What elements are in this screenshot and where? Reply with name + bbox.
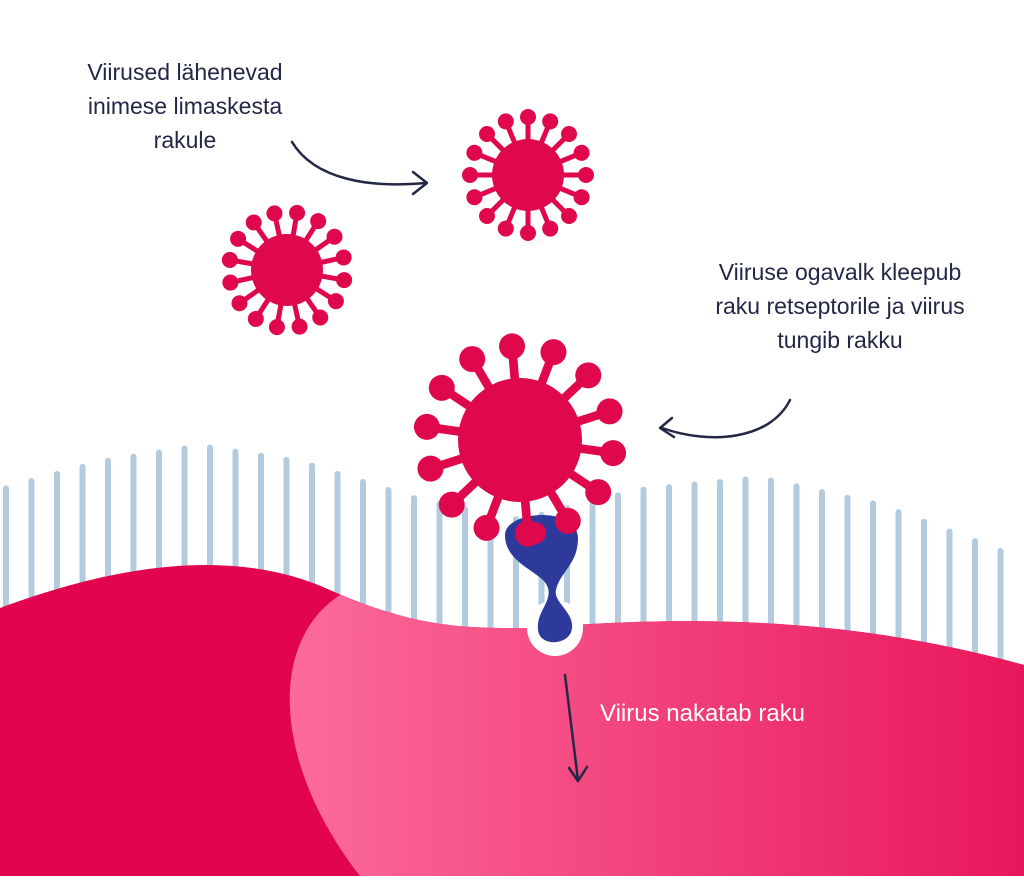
virus-spike-knob — [520, 109, 536, 125]
label-line: Viiruse ogavalk kleepub — [718, 259, 962, 285]
virus-spike-knob — [326, 228, 343, 245]
virus-spike-knob — [336, 272, 353, 289]
virus-spike-knob — [600, 440, 627, 467]
virus-spike-knob — [497, 113, 514, 130]
virus-spike-knob — [247, 310, 264, 327]
virus-spike-knob — [573, 144, 590, 161]
virus-spike-knob — [417, 455, 444, 482]
label-line: Viirus nakatab raku — [600, 700, 806, 727]
virus-spike-knob — [466, 144, 483, 161]
label-line: raku retseptorile ja viirus — [715, 293, 965, 319]
virus-spike-knob — [428, 374, 455, 401]
virus-spike-knob — [466, 189, 483, 206]
virus-spike-knob — [312, 309, 329, 326]
label-viruses-approach: Viirused lähenevad inimese limaskesta ra… — [40, 55, 330, 157]
virus-spike-knob — [335, 249, 352, 266]
receptor-icon — [505, 515, 579, 643]
virus-spike-knob — [289, 204, 306, 221]
virus-spike-knob — [473, 514, 500, 541]
coronavirus-icon — [462, 109, 594, 241]
virus-group — [221, 109, 627, 547]
arrows — [290, 140, 792, 783]
label-line: tungib rakku — [777, 327, 903, 353]
virus-spike-knob — [499, 333, 526, 360]
virus-spike-knob — [231, 295, 248, 312]
virus-spike-knob — [413, 413, 440, 440]
label-line: Viirused lähenevad — [87, 59, 283, 85]
curved-arrow-icon — [658, 398, 792, 439]
virus-spike-knob — [222, 274, 239, 291]
virus-spike-knob — [575, 362, 602, 389]
label-line: rakule — [153, 127, 217, 153]
virus-spike-knob — [221, 251, 238, 268]
virus-spike-knob — [291, 318, 308, 335]
virus-spike-knob — [459, 346, 486, 373]
spike-receptor-contact — [524, 522, 546, 544]
virus-spike-knob — [268, 319, 285, 336]
virus-spike-knob — [310, 213, 327, 230]
virus-spike-knob — [542, 220, 559, 237]
virus-spike-knob — [573, 189, 590, 206]
virus-body — [251, 234, 323, 306]
host-cell — [0, 564, 1024, 876]
virus-spike-knob — [478, 125, 495, 142]
virus-spike-knob — [554, 507, 581, 534]
virus-spike-knob — [561, 208, 578, 225]
coronavirus-icon — [413, 333, 627, 547]
label-spike-attaches: Viiruse ogavalk kleepub raku retseptoril… — [660, 255, 1020, 357]
virus-spike-knob — [585, 479, 612, 506]
virus-body — [458, 378, 582, 502]
virus-spike-knob — [245, 214, 262, 231]
virus-spike-knob — [561, 125, 578, 142]
virus-spike-knob — [462, 167, 478, 183]
virus-spike-knob — [478, 208, 495, 225]
virus-spike-knob — [542, 113, 559, 130]
cell-membrane-light — [289, 564, 1024, 876]
virus-body — [492, 139, 564, 211]
virus-spike-knob — [230, 230, 247, 247]
curved-arrow-icon — [290, 140, 429, 196]
virus-spike-knob — [327, 293, 344, 310]
virus-spike-knob — [578, 167, 594, 183]
virus-spike-knob — [596, 398, 623, 425]
label-line: inimese limaskesta — [87, 93, 283, 119]
virus-spike-knob — [266, 205, 283, 222]
virus-spike-knob — [540, 339, 567, 366]
coronavirus-icon — [221, 204, 353, 336]
virus-spike-knob — [520, 225, 536, 241]
down-arrow-icon — [563, 673, 589, 783]
virus-spike-knob — [438, 491, 465, 518]
virus-spike-knob — [497, 220, 514, 237]
label-virus-infects: Viirus nakatab raku — [600, 697, 920, 731]
